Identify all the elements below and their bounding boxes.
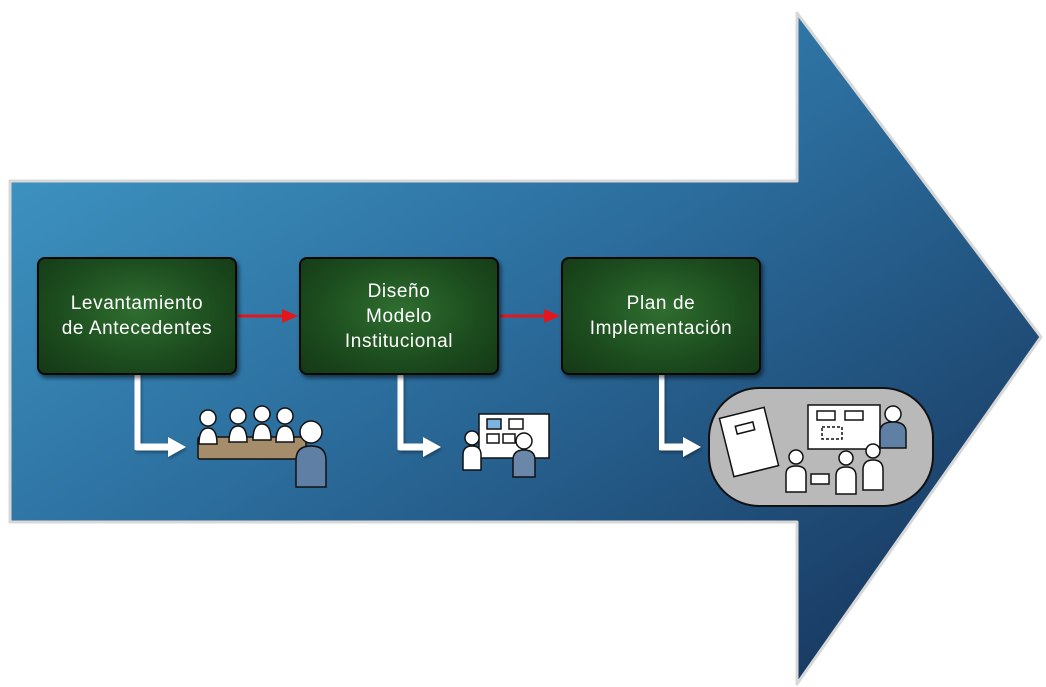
- background-arrow: [8, 11, 1043, 686]
- team-meeting-icon: [197, 405, 327, 488]
- step-label-3: Plan de Implementación: [589, 293, 733, 339]
- connector-arrow-1: [238, 309, 298, 323]
- connector-arrow-2: [500, 309, 560, 323]
- step-box-levantamiento: Levantamiento de Antecedentes: [37, 257, 237, 375]
- step-box-diseno: Diseño Modelo Institucional: [299, 257, 499, 375]
- elbow-arrow-3: [657, 374, 701, 457]
- elbow-arrow-1: [133, 374, 186, 457]
- implementation-workshop-icon: [708, 387, 934, 507]
- step-box-plan: Plan de Implementación: [561, 257, 761, 375]
- step-label-2: Diseño Modelo Institucional: [344, 280, 454, 352]
- step-label-1: Levantamiento de Antecedentes: [61, 293, 213, 339]
- whiteboard-presentation-icon: [462, 413, 550, 478]
- elbow-arrow-2: [396, 374, 441, 457]
